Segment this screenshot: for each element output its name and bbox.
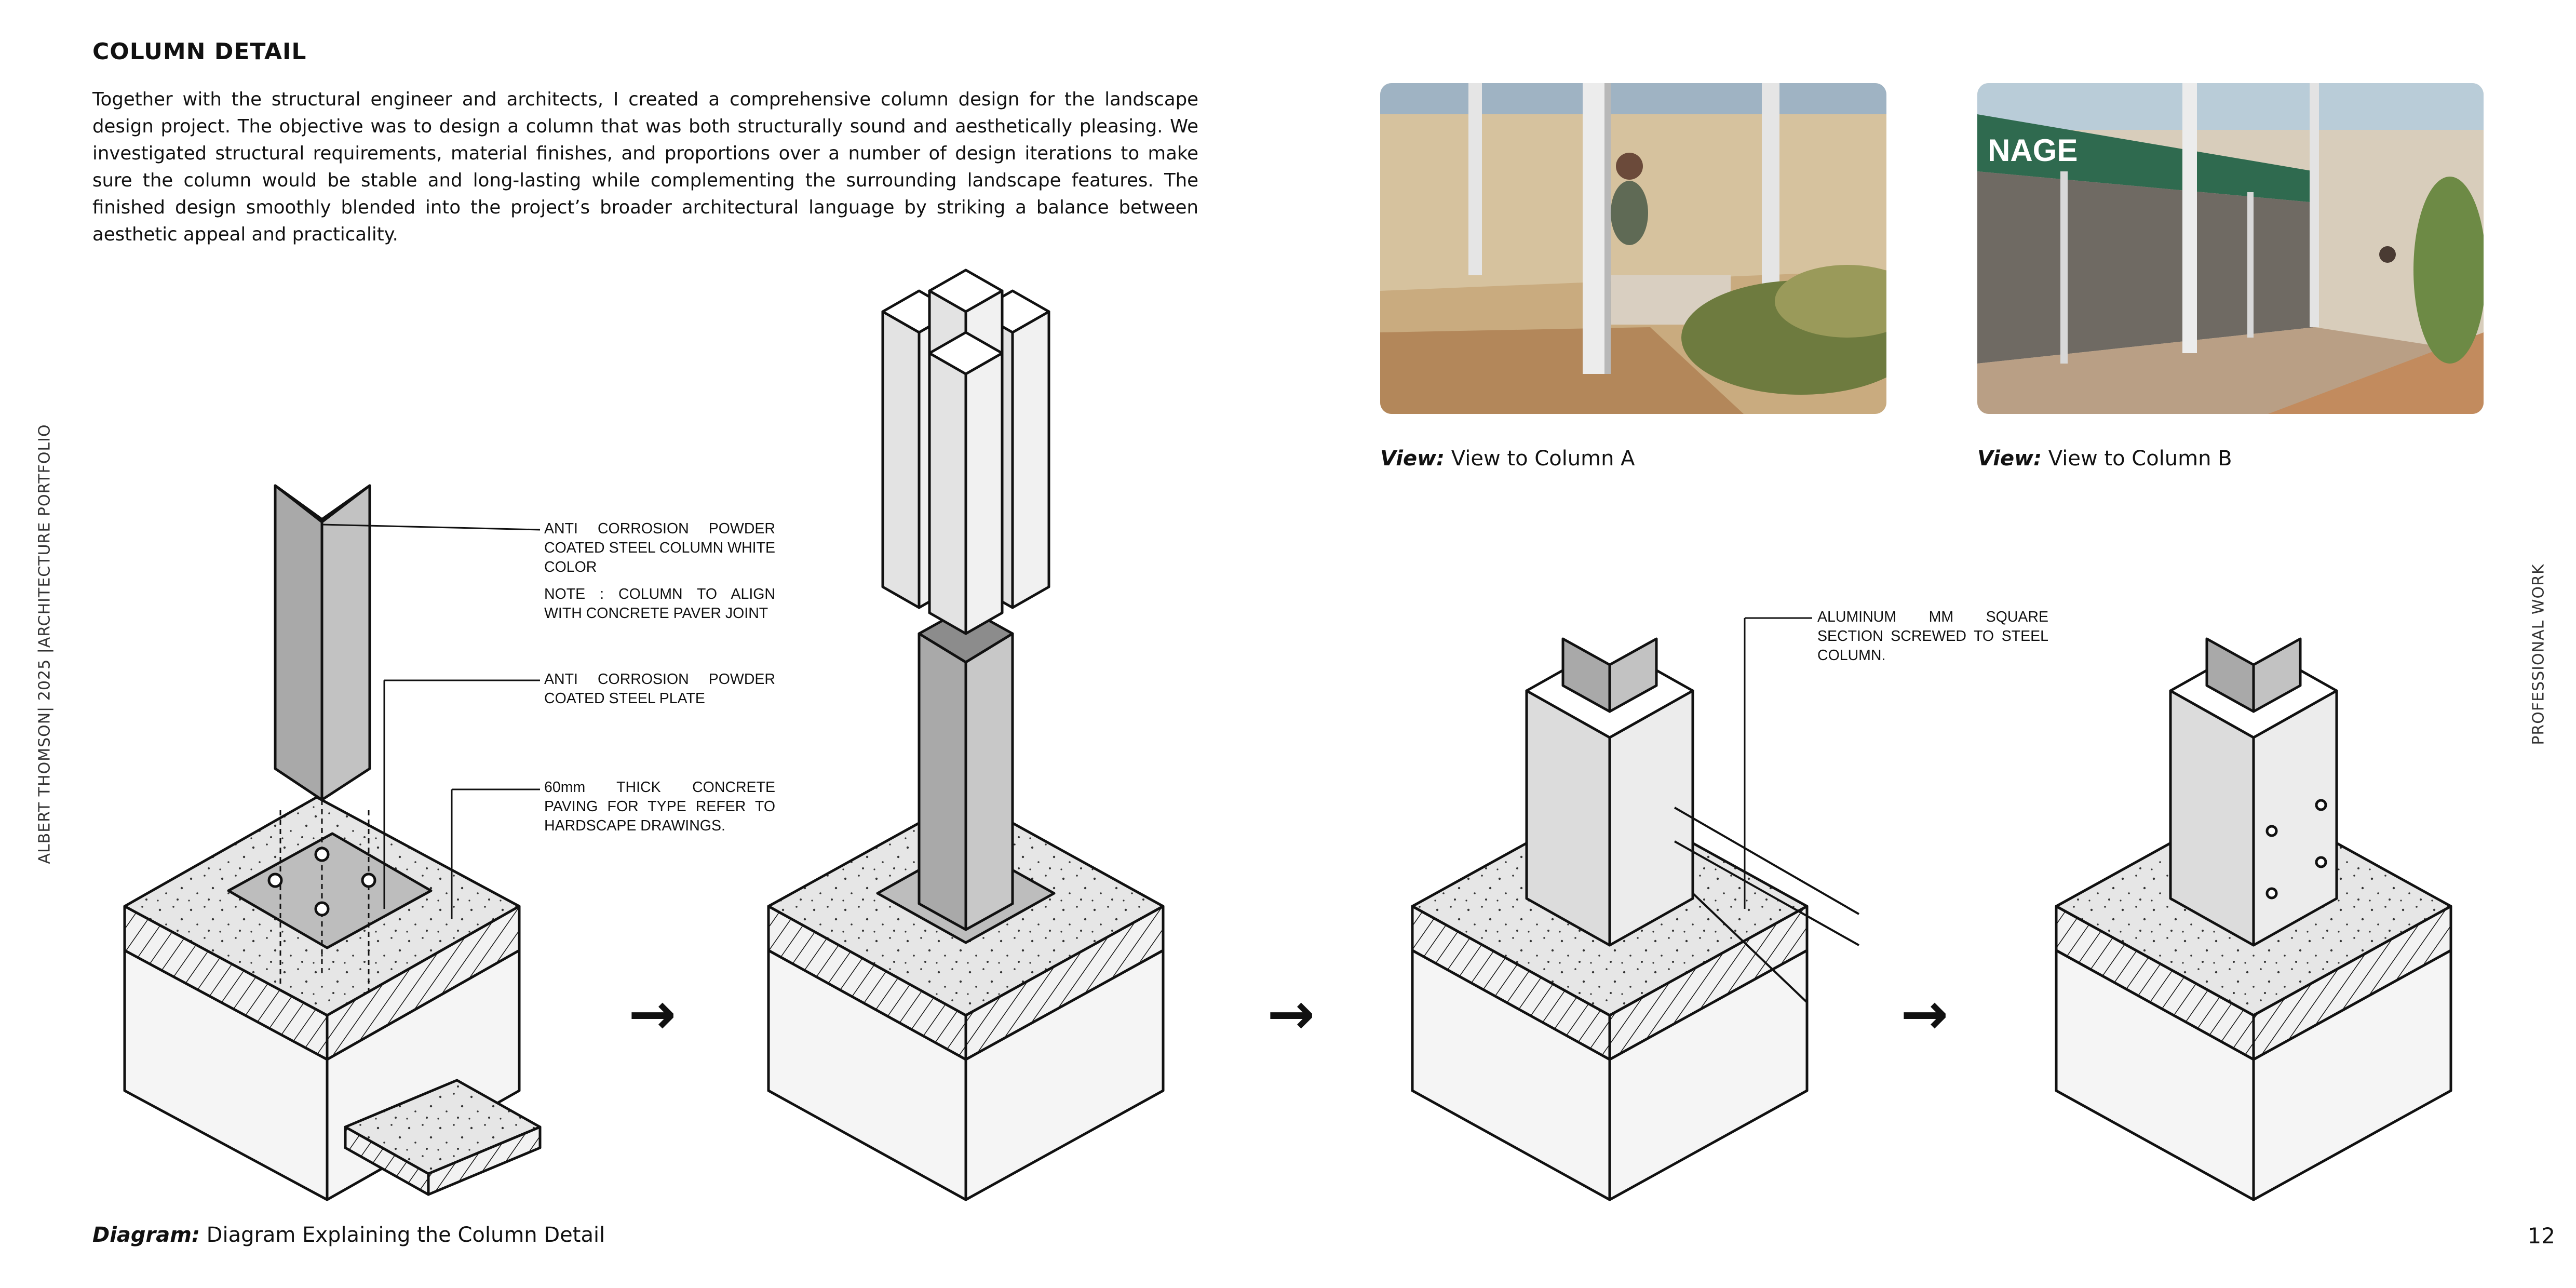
diagram-caption-text: Diagram Explaining the Column Detail	[206, 1223, 605, 1247]
view-label: View:	[1380, 447, 1445, 471]
footing-block-step-4	[2055, 796, 2452, 1201]
page-title: COLUMN DETAIL	[92, 38, 307, 65]
view-caption-a: View: View to Column A	[1380, 447, 1635, 471]
aluminum-sections-exploded	[881, 269, 1050, 635]
steel-column-step-2	[918, 606, 1014, 931]
view-label: View:	[1977, 447, 2042, 471]
step-arrow-3: →	[1900, 981, 1948, 1047]
render-view-column-b: NAGE	[1977, 83, 2484, 414]
finished-column-step-4	[2169, 637, 2338, 947]
diagram-caption-label: Diagram:	[92, 1223, 200, 1247]
callout-alignment-note: NOTE : COLUMN TO ALIGN WITH CONCRETE PAV…	[544, 586, 775, 622]
steel-column-step-1	[274, 484, 541, 919]
view-text: View to Column A	[1451, 447, 1635, 471]
view-text: View to Column B	[2048, 447, 2232, 471]
callout-steel-column: ANTI CORROSION POWDER COATED STEEL COLUM…	[544, 520, 775, 575]
step-arrow-1: →	[628, 981, 676, 1047]
callout-aluminum-section: ALUMINUM MM SQUARE SECTION SCREWED TO ST…	[1817, 609, 2048, 664]
callout-steel-plate: ANTI CORROSION POWDER COATED STEEL PLATE	[544, 671, 775, 707]
step-arrows: → → →	[628, 981, 1948, 1047]
page-number: 12	[2527, 1223, 2555, 1249]
step-arrow-2: →	[1267, 981, 1315, 1047]
footing-block-step-1	[123, 796, 542, 1201]
footing-block-step-2	[767, 796, 1165, 1201]
view-caption-b: View: View to Column B	[1977, 447, 2232, 471]
assembled-column-step-3	[1525, 617, 1860, 1003]
callout-concrete-paving: 60mm THICK CONCRETE PAVING FOR TYPE REFE…	[544, 779, 775, 834]
diagram-caption: Diagram: Diagram Explaining the Column D…	[92, 1223, 605, 1247]
storefront-sign: NAGE	[1988, 133, 2078, 168]
intro-paragraph: Together with the structural engineer an…	[92, 89, 1198, 245]
render-view-column-a	[1380, 83, 1886, 414]
